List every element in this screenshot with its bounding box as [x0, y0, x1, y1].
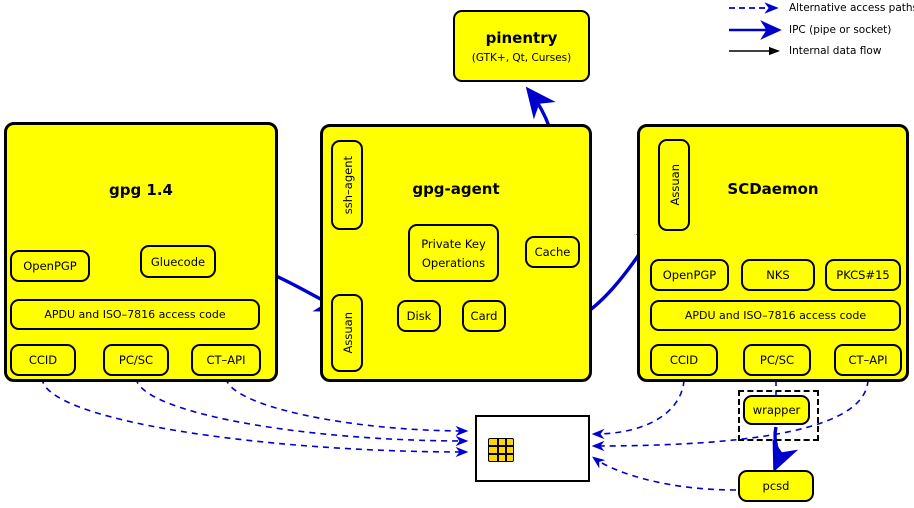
wrapper-label: wrapper — [752, 403, 801, 417]
pko-line2: Operations — [421, 255, 486, 270]
legend-label-ipc: IPC (pipe or socket) — [789, 24, 892, 36]
gluecode-box[interactable]: Gluecode — [140, 245, 216, 278]
gpg-apdu-box[interactable]: APDU and ISO–7816 access code — [10, 299, 260, 330]
disk-label: Disk — [406, 309, 432, 323]
alt-path-gpg-ccid-to-card — [41, 377, 469, 458]
pko-line1: Private Key — [421, 236, 486, 251]
scdaemon-reader-ctapi-label: CT–API — [848, 353, 888, 367]
disk-box[interactable]: Disk — [397, 300, 441, 332]
wrapper-box[interactable]: wrapper — [743, 395, 810, 425]
gpg-reader-ccid-label: CCID — [28, 353, 58, 367]
ipc-wrapper-to-pcsd — [772, 426, 799, 473]
scdaemon-title: SCDaemon — [727, 180, 819, 198]
gpg-reader-pcsc[interactable]: PC/SC — [103, 344, 169, 376]
alt-path-gpg-pcsc-to-card — [135, 377, 469, 447]
pinentry-subtitle: (GTK+, Qt, Curses) — [471, 51, 572, 64]
smartcard[interactable] — [475, 415, 590, 482]
legend: Alternative access paths IPC (pipe or so… — [0, 0, 914, 62]
scdaemon-driver-openpgp[interactable]: OpenPGP — [650, 259, 729, 291]
card-label: Card — [470, 309, 498, 323]
cache-box[interactable]: Cache — [525, 236, 580, 268]
scdaemon-driver-nks[interactable]: NKS — [741, 259, 815, 291]
alt-path-scd-ctapi-to-card — [591, 379, 869, 452]
legend-label-internal: Internal data flow — [789, 45, 882, 57]
gpg-openpgp-label: OpenPGP — [23, 259, 77, 273]
ssh-agent-box[interactable]: ssh–agent — [331, 140, 363, 230]
card-box[interactable]: Card — [462, 300, 506, 332]
scdaemon-reader-pcsc-label: PC/SC — [759, 353, 795, 367]
pcsd-box[interactable]: pcsd — [738, 470, 814, 502]
legend-label-alt: Alternative access paths — [789, 2, 914, 14]
scdaemon-reader-ccid-label: CCID — [669, 353, 699, 367]
scdaemon-driver-pkcs15[interactable]: PKCS#15 — [825, 259, 901, 291]
scdaemon-reader-pcsc[interactable]: PC/SC — [743, 344, 811, 376]
gpg-agent-title: gpg-agent — [412, 180, 500, 198]
scdaemon-driver-pkcs15-label: PKCS#15 — [836, 268, 890, 282]
scdaemon-apdu-box[interactable]: APDU and ISO–7816 access code — [650, 300, 901, 331]
gpg-reader-ccid[interactable]: CCID — [10, 344, 76, 376]
pcsd-label: pcsd — [762, 479, 790, 493]
scdaemon-apdu-label: APDU and ISO–7816 access code — [684, 309, 867, 322]
pinentry-box[interactable]: pinentry (GTK+, Qt, Curses) — [453, 10, 590, 82]
smartcard-chip-icon — [488, 438, 514, 462]
alt-path-gpg-ctapi-to-card — [225, 377, 469, 437]
gluecode-label: Gluecode — [150, 254, 206, 269]
gpg-reader-pcsc-label: PC/SC — [118, 353, 154, 367]
alt-path-scd-ccid-to-card — [591, 379, 685, 440]
cache-label: Cache — [534, 245, 571, 259]
scdaemon-driver-nks-label: NKS — [766, 268, 790, 282]
alt-path-pcsd-to-card — [592, 456, 737, 491]
gpg-openpgp-box[interactable]: OpenPGP — [10, 250, 90, 282]
gpg-reader-ctapi-label: CT–API — [206, 353, 246, 367]
scdaemon-reader-ccid[interactable]: CCID — [650, 344, 718, 376]
scdaemon-reader-ctapi[interactable]: CT–API — [834, 344, 902, 376]
scdaemon-driver-openpgp-label: OpenPGP — [662, 268, 717, 282]
scdaemon-assuan-box[interactable]: Assuan — [658, 139, 690, 231]
gpg-apdu-label: APDU and ISO–7816 access code — [44, 308, 226, 321]
gpg-reader-ctapi[interactable]: CT–API — [191, 344, 261, 376]
pinentry-title: pinentry — [485, 28, 558, 47]
gpg-title: gpg 1.4 — [108, 181, 173, 199]
